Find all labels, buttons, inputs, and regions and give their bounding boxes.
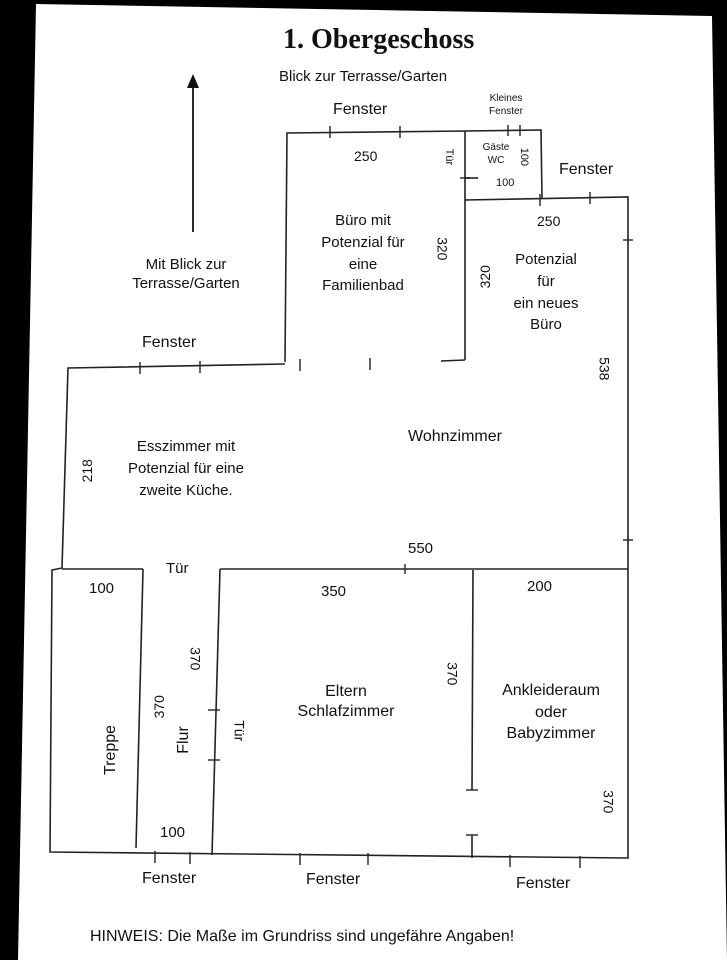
dim-flur-width: 100 — [160, 824, 186, 841]
fenster-label: Fenster — [333, 101, 388, 118]
dim-wohn-width: 550 — [408, 540, 434, 557]
dim-wc-width: 100 — [496, 177, 515, 189]
room-label-esszimmer: Esszimmer mit Potenzial für eine zweite … — [128, 438, 244, 499]
north-arrow — [187, 74, 199, 232]
dim-eltern-height: 370 — [444, 662, 461, 686]
treppe-wall — [135, 568, 144, 849]
room-label-ankleide: Ankleideraum oder Babyzimmer — [502, 682, 600, 743]
door-label-flur: Tür — [166, 560, 189, 577]
fenster-label: Fenster — [142, 870, 197, 887]
dim-wc-height: 100 — [518, 147, 531, 167]
paper — [18, 4, 727, 960]
room-label-flur: Flur — [174, 726, 192, 754]
fenster-label: Fenster — [142, 334, 197, 351]
outer-walls — [49, 363, 629, 859]
kleines-fenster-label: Kleines Fenster — [489, 93, 523, 117]
room-label-treppe: Treppe — [102, 724, 120, 776]
fenster-label: Fenster — [516, 875, 571, 892]
door-label-buero: Tür — [443, 148, 456, 166]
neues-buero-walls — [464, 196, 629, 540]
dim-flur-height: 370 — [187, 647, 204, 671]
buero-walls — [284, 130, 466, 363]
dim-right-wall: 538 — [596, 357, 613, 381]
view-label-side: Mit Blick zur Terrasse/Garten — [132, 256, 240, 292]
fenster-label: Fenster — [559, 161, 614, 178]
dim-ankleide-width: 200 — [527, 578, 553, 595]
room-label-neues-buero: Potenzial für ein neues Büro — [513, 251, 579, 334]
page-title: 1. Obergeschoss — [283, 24, 475, 55]
dim-treppe-height: 370 — [150, 695, 167, 719]
wc-walls — [464, 129, 543, 199]
dim-ankleide-height: 370 — [600, 790, 617, 814]
door-label-eltern: Tür — [231, 720, 248, 742]
dim-eltern-width: 350 — [321, 583, 347, 600]
hinweis-note: HINWEIS: Die Maße im Grundriss sind unge… — [90, 928, 515, 945]
room-label-gaeste-wc: Gäste WC — [482, 142, 510, 166]
dim-neues-buero-height: 320 — [476, 265, 493, 289]
dim-treppe-width: 100 — [89, 580, 115, 597]
dim-buero-width: 250 — [354, 148, 378, 164]
wall-segment — [440, 359, 466, 362]
room-label-buero: Büro mit Potenzial für eine Familienbad — [321, 212, 405, 295]
dim-left-wall: 218 — [78, 459, 95, 483]
dim-neues-buero-width: 250 — [537, 213, 561, 229]
dim-buero-height: 320 — [434, 237, 451, 261]
view-label-top: Blick zur Terrasse/Garten — [279, 68, 448, 85]
flur-wall — [211, 568, 221, 856]
walls — [49, 129, 629, 859]
ankleide-wall — [471, 569, 474, 791]
room-label-wohnzimmer: Wohnzimmer — [408, 428, 502, 445]
room-label-eltern: Eltern Schlafzimmer — [297, 683, 395, 720]
window-ticks — [139, 125, 633, 868]
fenster-label: Fenster — [306, 871, 361, 888]
